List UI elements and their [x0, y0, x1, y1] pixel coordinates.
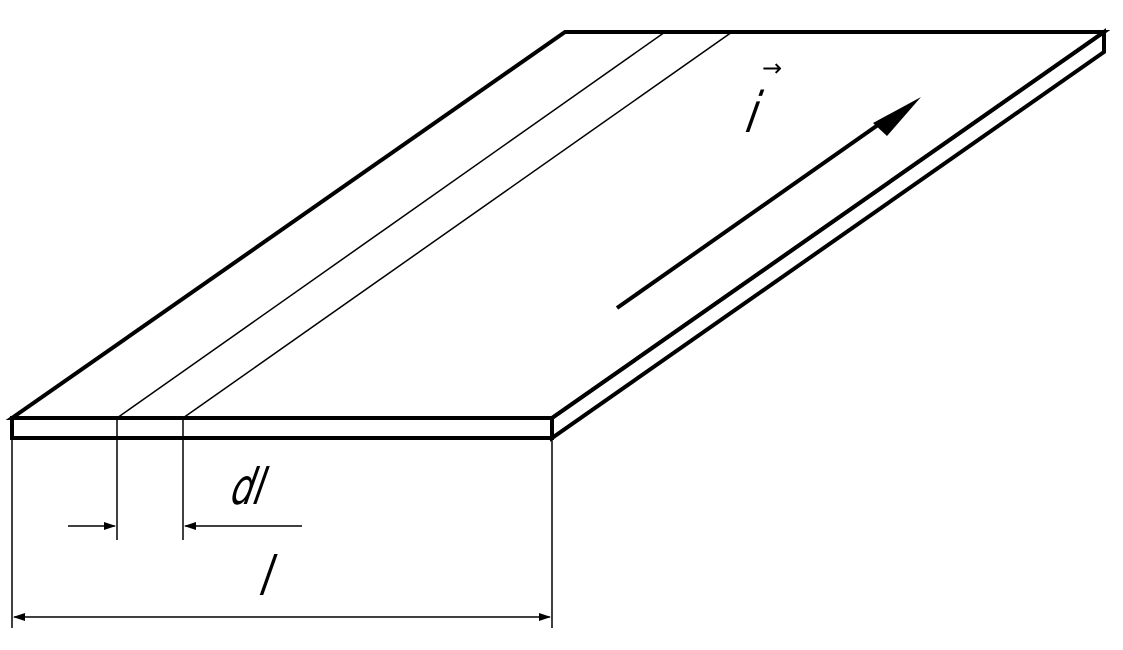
plate-top-surface	[5, 30, 1111, 420]
plate-side-face	[550, 28, 1106, 442]
vector-arrow-mark: →	[762, 54, 783, 82]
strip-right-line	[182, 31, 733, 419]
current-arrow-shaft	[615, 118, 887, 310]
strip-left-line	[116, 31, 666, 419]
plate-front-face	[10, 416, 554, 440]
arrow-icon	[873, 97, 921, 136]
